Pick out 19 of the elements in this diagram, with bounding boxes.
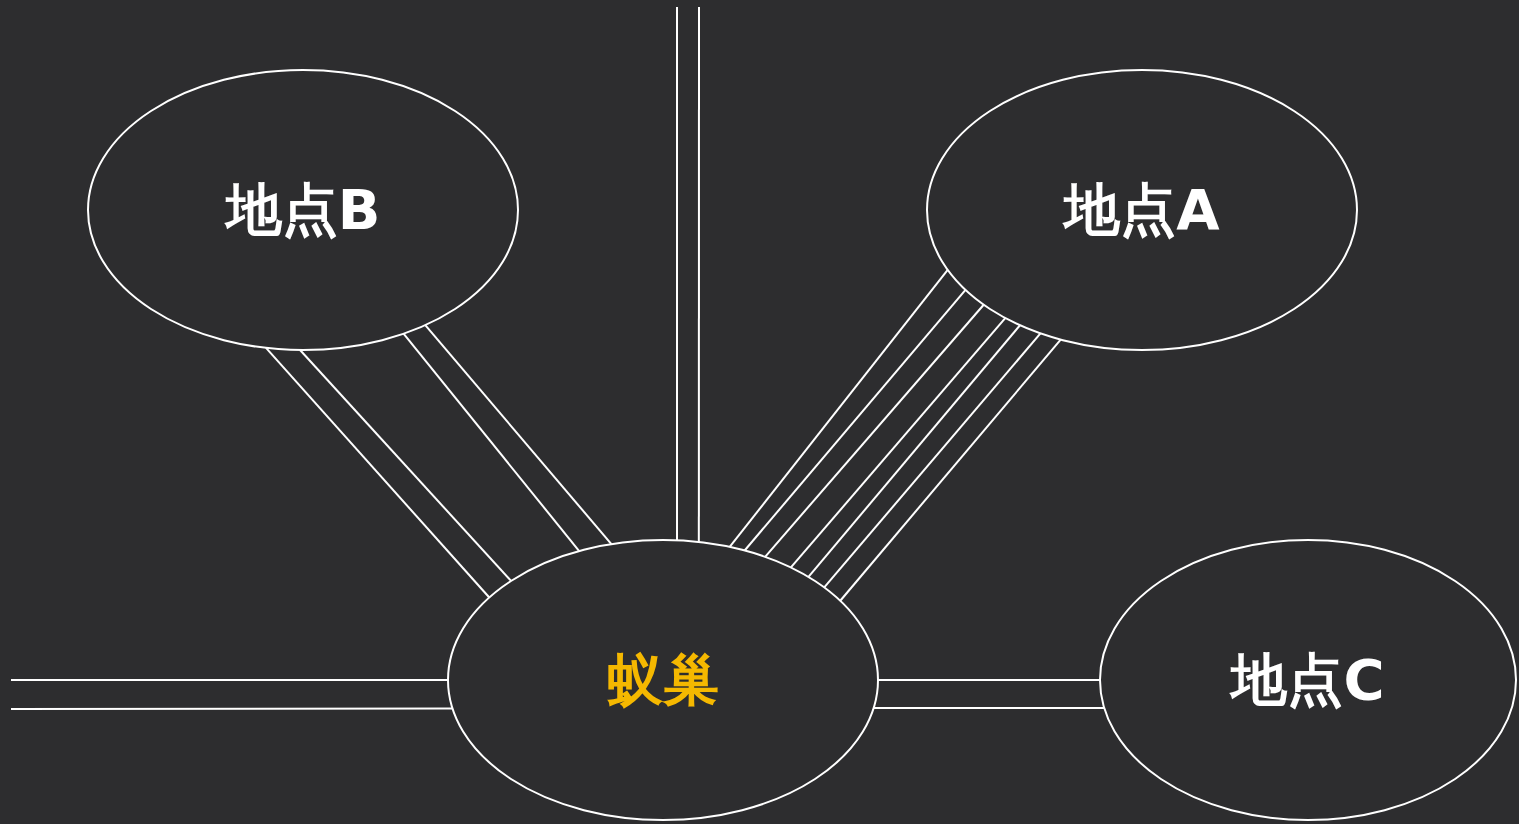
trail-line — [265, 346, 491, 599]
trail-line — [807, 324, 1021, 578]
trail-line — [823, 332, 1042, 589]
trail-line — [697, 6, 700, 543]
node-label: 地点C — [1231, 652, 1385, 708]
trail-line — [10, 707, 454, 710]
trail-line — [764, 303, 985, 558]
node-label: 地点A — [1064, 182, 1220, 238]
node-label: 蚁巢 — [607, 652, 719, 708]
trail-line — [10, 679, 449, 681]
trail-line — [789, 317, 1007, 569]
trail-line — [402, 332, 581, 553]
trail-line — [728, 268, 949, 548]
node-label: 地点B — [225, 182, 381, 238]
trail-line — [743, 288, 967, 552]
trail-line — [424, 324, 613, 546]
trail-line — [676, 6, 678, 542]
trail-line — [839, 338, 1062, 602]
trail-line — [299, 349, 513, 582]
